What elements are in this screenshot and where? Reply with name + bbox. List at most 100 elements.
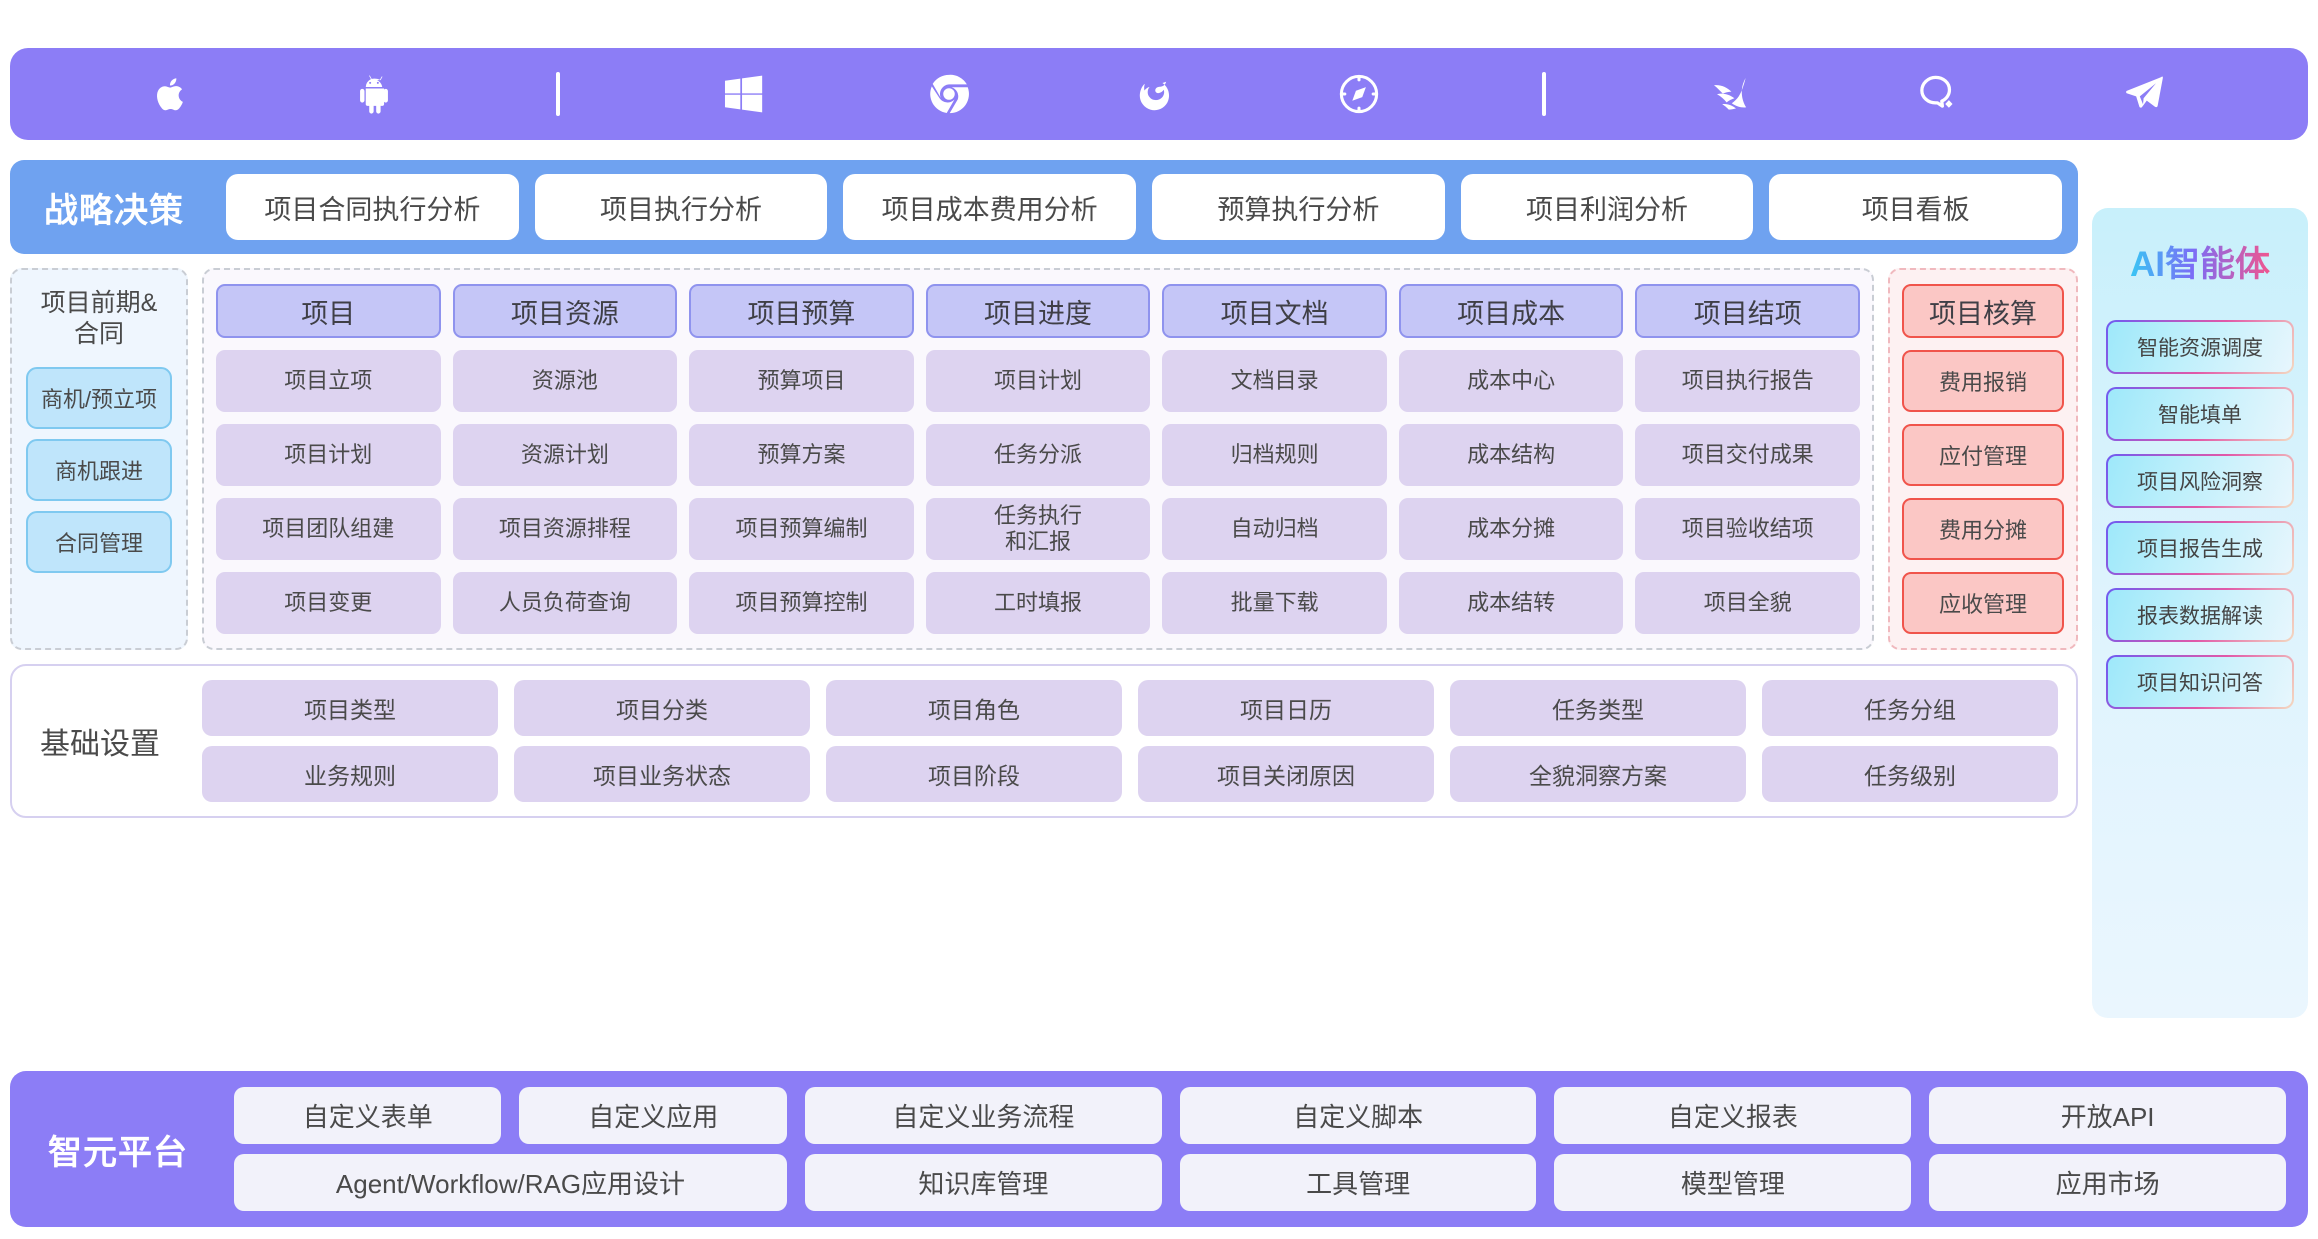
cell-project-change[interactable]: 项目变更 [216, 572, 441, 634]
base-settings-column: 项目角色 项目阶段 [826, 680, 1122, 802]
column-head-project[interactable]: 项目 [216, 284, 441, 338]
wecom-icon[interactable] [2120, 70, 2168, 118]
pre-contract-title: 项目前期& 合同 [40, 289, 158, 349]
strategy-chip-execution-analysis[interactable]: 项目执行分析 [534, 174, 828, 240]
cell-cost-allocation[interactable]: 成本分摊 [1398, 498, 1624, 560]
ai-item-resource-scheduling[interactable]: 智能资源调度 [2106, 320, 2294, 374]
ai-item-knowledge-qa[interactable]: 项目知识问答 [2106, 655, 2294, 709]
cell-progress-project-plan[interactable]: 项目计划 [925, 350, 1151, 412]
strategy-row: 战略决策 项目合同执行分析 项目执行分析 项目成本费用分析 预算执行分析 项目利… [10, 160, 2308, 254]
cell-execution-report[interactable]: 项目执行报告 [1635, 350, 1861, 412]
base-cell-task-group[interactable]: 任务分组 [1762, 680, 2058, 736]
module-matrix: 项目 项目立项 项目计划 项目团队组建 项目变更 项目资源 资源池 资源计划 项… [202, 268, 1874, 650]
platform-cell-app-market[interactable]: 应用市场 [1929, 1154, 2286, 1211]
dingtalk-icon[interactable] [1914, 71, 1960, 117]
strategy-chip-profit-analysis[interactable]: 项目利润分析 [1460, 174, 1754, 240]
cell-task-execution-report[interactable]: 任务执行 和汇报 [925, 498, 1151, 560]
windows-icon[interactable] [720, 71, 766, 117]
platform-cell-model-management[interactable]: 模型管理 [1554, 1154, 1912, 1211]
base-cell-project-type[interactable]: 项目类型 [202, 680, 498, 736]
ai-item-risk-insight[interactable]: 项目风险洞察 [2106, 454, 2294, 508]
platform-cell-custom-business-process[interactable]: 自定义业务流程 [804, 1087, 1162, 1144]
column-head-project-progress[interactable]: 项目进度 [925, 284, 1151, 338]
strategy-chip-budget-execution-analysis[interactable]: 预算执行分析 [1152, 174, 1445, 240]
base-cell-project-role[interactable]: 项目角色 [826, 680, 1122, 736]
apple-icon[interactable] [150, 70, 192, 118]
cell-batch-download[interactable]: 批量下载 [1162, 572, 1387, 634]
platform-column-custom: 自定义表单 自定义应用 Agent/Workflow/RAG应用设计 [234, 1087, 787, 1211]
cell-project-team-building[interactable]: 项目团队组建 [216, 498, 441, 560]
base-cell-overview-insight-scheme[interactable]: 全貌洞察方案 [1450, 746, 1746, 802]
android-icon[interactable] [352, 70, 396, 118]
accounting-cell-receivable-management[interactable]: 应收管理 [1902, 572, 2064, 634]
ai-item-smart-form-fill[interactable]: 智能填单 [2106, 387, 2294, 441]
platform-cell-open-api[interactable]: 开放API [1929, 1087, 2286, 1144]
cell-cost-carryover[interactable]: 成本结转 [1398, 572, 1624, 634]
divider [556, 72, 560, 116]
safari-icon[interactable] [1336, 71, 1382, 117]
base-cell-project-close-reason[interactable]: 项目关闭原因 [1138, 746, 1434, 802]
accounting-cell-expense-allocation[interactable]: 费用分摊 [1902, 498, 2064, 560]
accounting-cell-expense-reimbursement[interactable]: 费用报销 [1902, 350, 2064, 412]
cell-auto-archive[interactable]: 自动归档 [1162, 498, 1387, 560]
platform-cell-knowledge-base[interactable]: 知识库管理 [804, 1154, 1162, 1211]
base-cell-business-rules[interactable]: 业务规则 [202, 746, 498, 802]
feishu-icon[interactable] [1706, 70, 1754, 118]
chrome-icon[interactable] [926, 71, 972, 117]
cell-archive-rules[interactable]: 归档规则 [1162, 424, 1387, 486]
ai-item-report-generation[interactable]: 项目报告生成 [2106, 521, 2294, 575]
cell-resource-pool[interactable]: 资源池 [452, 350, 678, 412]
pre-contract-item-contract-management[interactable]: 合同管理 [26, 510, 172, 573]
accounting-cell-payable-management[interactable]: 应付管理 [1902, 424, 2064, 486]
platform-cell-custom-app[interactable]: 自定义应用 [519, 1087, 787, 1144]
cell-document-catalog[interactable]: 文档目录 [1162, 350, 1387, 412]
platform-cell-custom-report[interactable]: 自定义报表 [1554, 1087, 1912, 1144]
cell-cost-center[interactable]: 成本中心 [1398, 350, 1624, 412]
platform-cell-custom-script[interactable]: 自定义脚本 [1179, 1087, 1537, 1144]
firefox-icon[interactable] [1132, 70, 1176, 118]
pre-contract-item-opportunity[interactable]: 商机/预立项 [26, 366, 172, 429]
cell-budget-project[interactable]: 预算项目 [689, 350, 914, 412]
platform-cell-tool-management[interactable]: 工具管理 [1179, 1154, 1537, 1211]
ai-item-report-data-interpretation[interactable]: 报表数据解读 [2106, 588, 2294, 642]
cell-project-overview[interactable]: 项目全貌 [1635, 572, 1861, 634]
base-cell-task-level[interactable]: 任务级别 [1762, 746, 2058, 802]
base-cell-task-type[interactable]: 任务类型 [1450, 680, 1746, 736]
cell-delivery-outcome[interactable]: 项目交付成果 [1635, 424, 1861, 486]
pre-contract-item-opportunity-followup[interactable]: 商机跟进 [26, 438, 172, 501]
cell-acceptance-closure[interactable]: 项目验收结项 [1635, 498, 1861, 560]
cell-project-initiation[interactable]: 项目立项 [216, 350, 441, 412]
cell-resource-plan[interactable]: 资源计划 [452, 424, 678, 486]
strategy-chip-contract-analysis[interactable]: 项目合同执行分析 [226, 174, 519, 240]
column-head-project-resource[interactable]: 项目资源 [452, 284, 678, 338]
base-cell-project-business-status[interactable]: 项目业务状态 [514, 746, 810, 802]
strategy-chip-dashboard[interactable]: 项目看板 [1769, 174, 2063, 240]
base-cell-project-calendar[interactable]: 项目日历 [1138, 680, 1434, 736]
cell-timesheet-filling[interactable]: 工时填报 [925, 572, 1151, 634]
base-settings-grid: 项目类型 业务规则 项目分类 项目业务状态 项目角色 项目阶段 项目日历 项目关… [202, 680, 2058, 802]
cell-budget-preparation[interactable]: 项目预算编制 [689, 498, 914, 560]
cell-budget-scheme[interactable]: 预算方案 [689, 424, 914, 486]
strategy-chip-cost-expense-analysis[interactable]: 项目成本费用分析 [843, 174, 1137, 240]
column-head-project-cost[interactable]: 项目成本 [1398, 284, 1624, 338]
base-settings-panel: 基础设置 项目类型 业务规则 项目分类 项目业务状态 项目角色 项目阶段 项目日… [10, 664, 2078, 818]
accounting-head[interactable]: 项目核算 [1902, 284, 2064, 338]
platform-cell-agent-workflow-rag[interactable]: Agent/Workflow/RAG应用设计 [234, 1154, 787, 1211]
platform-icon-bar [10, 48, 2308, 140]
cell-task-assignment[interactable]: 任务分派 [925, 424, 1151, 486]
base-cell-project-category[interactable]: 项目分类 [514, 680, 810, 736]
column-head-project-document[interactable]: 项目文档 [1162, 284, 1387, 338]
cell-budget-control[interactable]: 项目预算控制 [689, 572, 914, 634]
pre-contract-panel: 项目前期& 合同 商机/预立项 商机跟进 合同管理 [10, 268, 188, 650]
platform-cell-custom-form[interactable]: 自定义表单 [234, 1087, 502, 1144]
cell-cost-structure[interactable]: 成本结构 [1398, 424, 1624, 486]
column-head-project-closure[interactable]: 项目结项 [1635, 284, 1861, 338]
cell-project-plan[interactable]: 项目计划 [216, 424, 441, 486]
column-head-project-budget[interactable]: 项目预算 [689, 284, 914, 338]
platform-panel: 智元平台 自定义表单 自定义应用 Agent/Workflow/RAG应用设计 … [10, 1071, 2308, 1227]
cell-staff-load-query[interactable]: 人员负荷查询 [452, 572, 678, 634]
divider [1542, 72, 1546, 116]
base-cell-project-phase[interactable]: 项目阶段 [826, 746, 1122, 802]
cell-resource-scheduling[interactable]: 项目资源排程 [452, 498, 678, 560]
base-settings-column: 项目类型 业务规则 [202, 680, 498, 802]
